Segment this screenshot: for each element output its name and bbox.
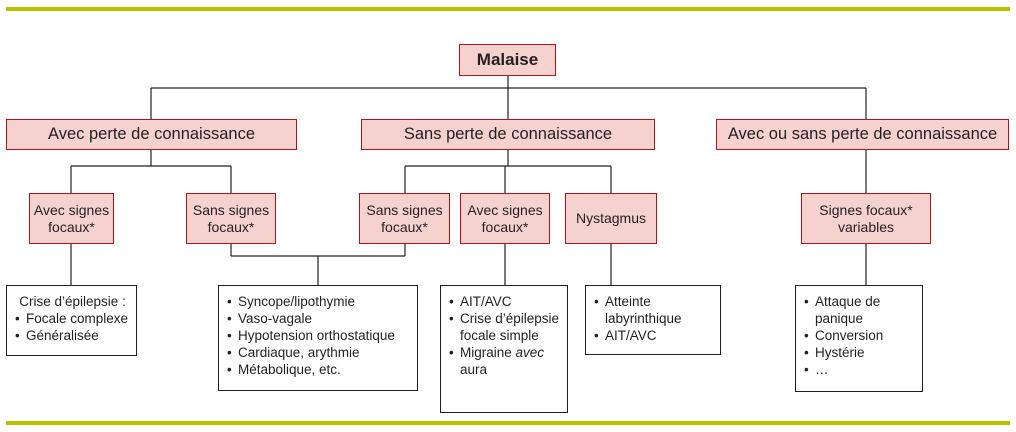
list-item: Atteinte labyrinthique (594, 293, 714, 327)
leaf-list: AIT/AVC Crise d’épilepsie focale simple … (449, 293, 561, 378)
root-node-malaise: Malaise (459, 44, 556, 76)
leaf-attaque-panique: Attaque de panique Conversion Hystérie … (795, 285, 923, 392)
list-item: Cardiaque, arythmie (227, 344, 411, 361)
root-label: Malaise (476, 49, 539, 69)
subnode-line: Sans signes (192, 201, 270, 218)
subnode-nystagmus: Nystagmus (565, 193, 657, 244)
branch-label: Sans perte de connaissance (403, 124, 613, 143)
list-item: Attaque de panique (804, 293, 916, 327)
list-item: … (804, 361, 916, 378)
list-item: Conversion (804, 327, 916, 344)
leaf-list: Atteinte labyrinthique AIT/AVC (594, 293, 714, 344)
subnode-line: focaux* (48, 218, 95, 235)
list-item: AIT/AVC (594, 327, 714, 344)
list-item: Migraine avec aura (449, 344, 561, 378)
subnode-signes-focaux-variables: Signes focaux* variables (801, 193, 931, 244)
list-item: Hypotension orthostatique (227, 327, 411, 344)
subnode-avec-signes-focaux-1: Avec signes focaux* (29, 193, 114, 244)
subnode-label: Nystagmus (575, 210, 647, 227)
branch-avec-perte: Avec perte de connaissance (6, 119, 297, 150)
list-item: Vaso-vagale (227, 310, 411, 327)
list-item: Généralisée (15, 327, 130, 344)
branch-label: Avec perte de connaissance (48, 124, 255, 143)
list-item: AIT/AVC (449, 293, 561, 310)
list-item: Crise d’épilepsie focale simple (449, 310, 561, 344)
subnode-line: Signes focaux* (819, 201, 913, 218)
leaf-list: Syncope/lipothymie Vaso-vagale Hypotensi… (227, 293, 411, 378)
leaf-crise-epilepsie: Crise d’épilepsie : Focale complexe Géné… (6, 285, 137, 356)
branch-label: Avec ou sans perte de connaissance (727, 124, 998, 143)
subnode-line: variables (837, 218, 895, 235)
subnode-sans-signes-focaux-1: Sans signes focaux* (186, 193, 276, 244)
leaf-list: Focale complexe Généralisée (15, 310, 130, 344)
list-item: Focale complexe (15, 310, 130, 327)
subnode-line: Sans signes (366, 201, 443, 218)
leaf-ait-avc: AIT/AVC Crise d’épilepsie focale simple … (440, 285, 568, 413)
leaf-list: Attaque de panique Conversion Hystérie … (804, 293, 916, 378)
subnode-line: focaux* (381, 218, 428, 235)
bottom-rule (6, 421, 1010, 425)
subnode-line: Avec signes (33, 201, 110, 218)
top-rule (6, 7, 1010, 11)
leaf-syncope: Syncope/lipothymie Vaso-vagale Hypotensi… (218, 285, 418, 391)
subnode-line: focaux* (207, 218, 255, 235)
migraine-text: Migraine (460, 345, 512, 360)
list-item: Syncope/lipothymie (227, 293, 411, 310)
branch-avec-ou-sans-perte: Avec ou sans perte de connaissance (716, 119, 1009, 150)
aura-text: aura (460, 362, 488, 377)
branch-sans-perte: Sans perte de connaissance (361, 119, 655, 150)
subnode-sans-signes-focaux-2: Sans signes focaux* (359, 193, 450, 244)
list-item: Hystérie (804, 344, 916, 361)
subnode-line: Avec signes (467, 201, 543, 218)
leaf-heading: Crise d’épilepsie : (19, 294, 126, 309)
leaf-atteinte-labyrinthique: Atteinte labyrinthique AIT/AVC (585, 285, 721, 355)
list-item: Métabolique, etc. (227, 361, 411, 378)
subnode-line: focaux* (481, 218, 529, 235)
subnode-avec-signes-focaux-2: Avec signes focaux* (460, 193, 550, 244)
avec-text: avec (515, 345, 545, 360)
